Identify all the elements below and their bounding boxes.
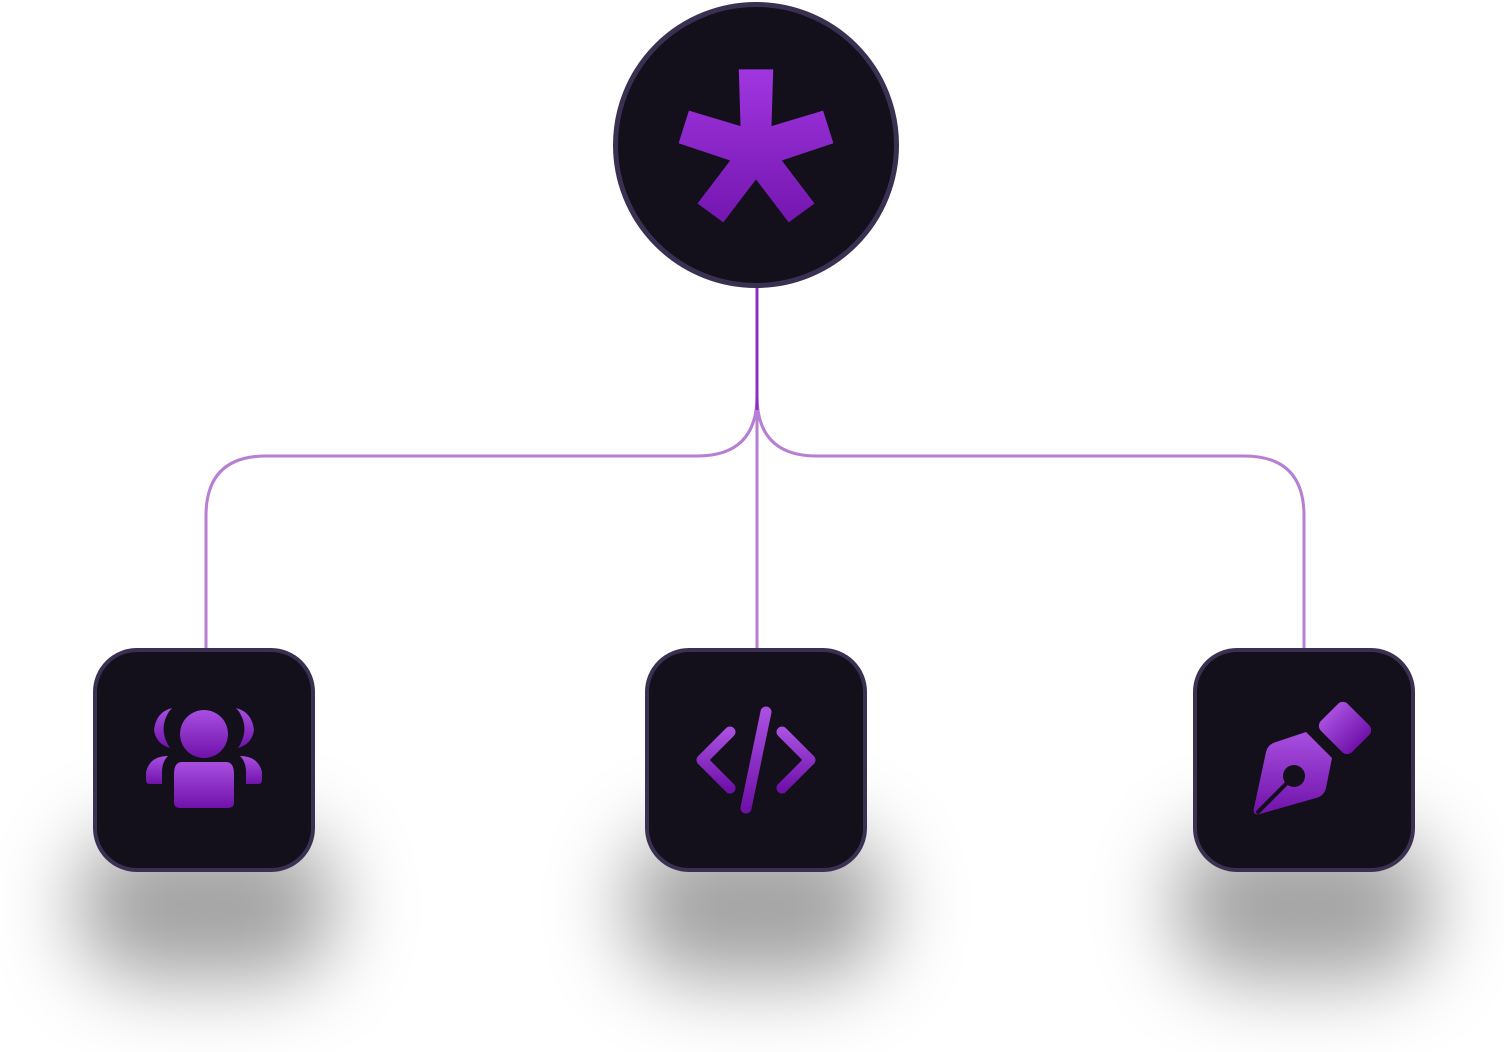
pen-tool-icon: [1253, 701, 1372, 815]
connector-root-to-pen: [755, 286, 1306, 652]
root-node[interactable]: [613, 2, 899, 288]
team-users-icon: [146, 708, 262, 808]
connector-root-to-users: [204, 286, 759, 652]
child-node-code[interactable]: [645, 648, 867, 872]
code-icon: [696, 706, 816, 814]
child-node-pen[interactable]: [1193, 648, 1415, 872]
child-node-users[interactable]: [93, 648, 315, 872]
asterisk-icon: [678, 69, 834, 223]
